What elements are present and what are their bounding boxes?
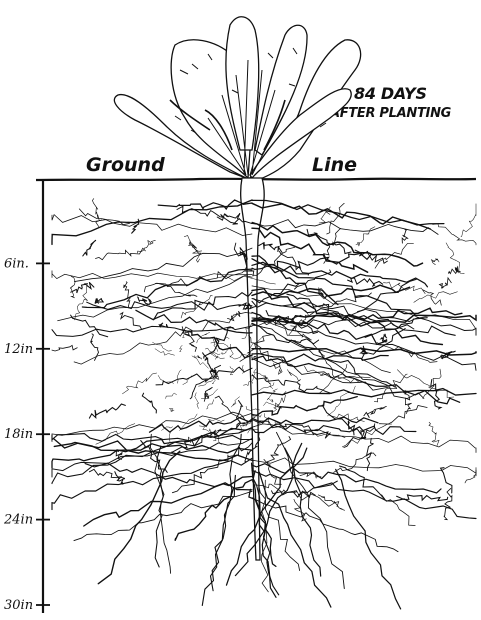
root-strand [142, 393, 156, 413]
root-strand [227, 443, 302, 585]
root-strand [382, 495, 416, 526]
root-strand [222, 350, 228, 354]
root-strand [252, 285, 410, 296]
root-strand [156, 367, 252, 385]
root-strand [397, 495, 448, 501]
line-label: Line [312, 154, 357, 176]
depth-tick-label: 24in [3, 513, 33, 528]
root-strand [120, 313, 143, 330]
fibrous-root-network [52, 199, 476, 609]
root-strand [137, 240, 155, 253]
root-strand [52, 345, 77, 351]
root-strand [252, 498, 398, 552]
root-strand [252, 203, 430, 229]
root-strand [277, 432, 345, 588]
root-strand [379, 406, 427, 425]
root-strand [440, 278, 452, 288]
root-strand [175, 480, 252, 541]
root-strand [217, 276, 276, 284]
root-strand [242, 365, 244, 373]
root-strand [195, 393, 199, 409]
root-strand [432, 259, 440, 265]
root-strand [154, 292, 252, 320]
root-strand [230, 344, 233, 357]
root-strand [89, 404, 125, 418]
root-strand [96, 248, 146, 260]
root-strand [252, 324, 387, 385]
root-strand [177, 206, 252, 224]
root-strand [122, 373, 156, 394]
root-strand [158, 200, 252, 209]
root-strand [318, 495, 344, 510]
root-strand [201, 389, 217, 399]
root-strand [356, 227, 375, 246]
root-strand [367, 438, 374, 470]
root-strand [461, 204, 476, 237]
root-strand [194, 356, 202, 360]
root-strand [58, 276, 252, 321]
root-strand [444, 488, 452, 519]
root-strand [252, 262, 427, 287]
root-strand [259, 383, 274, 391]
caption-after-planting: AFTER PLANTING [329, 106, 452, 121]
root-strand [360, 346, 367, 354]
root-strand [98, 451, 180, 584]
root-strand [158, 375, 173, 383]
root-strand [204, 387, 212, 401]
root-strand [231, 397, 239, 407]
root-strand [52, 200, 252, 244]
root-strand [348, 278, 383, 286]
root-strand [71, 315, 108, 337]
root-strand [199, 426, 210, 431]
root-strand [180, 346, 183, 352]
root-strand [153, 342, 172, 351]
depth-tick-label: 18in [4, 427, 33, 442]
root-strand [381, 334, 387, 342]
root-strand [169, 409, 174, 412]
root-strand [92, 199, 101, 227]
ground-label: Ground [86, 154, 165, 176]
root-strand [52, 215, 252, 236]
root-strand [95, 298, 103, 303]
depth-tick-label: 12in [4, 342, 33, 357]
root-strand [267, 437, 290, 464]
root-strand [402, 229, 408, 243]
root-strand [230, 367, 233, 375]
root-strand [448, 267, 460, 274]
root-strand [305, 434, 345, 438]
depth-tick-label: 6in. [4, 256, 29, 271]
depth-tick-label: 30in [4, 598, 33, 613]
root-strand [355, 250, 387, 263]
root-strand [183, 375, 195, 384]
root-strand [206, 400, 213, 409]
root-strand [414, 292, 458, 303]
root-strand [71, 282, 94, 293]
root-strand [155, 349, 175, 356]
root-strand [166, 393, 177, 398]
root-strand [177, 370, 181, 383]
root-strand [423, 290, 442, 306]
root-strand [227, 311, 240, 321]
root-strand [431, 380, 441, 409]
root-strand [429, 422, 439, 446]
root-strand [70, 276, 75, 297]
root-strand [181, 295, 212, 318]
root-strand [52, 428, 252, 484]
root-strand [202, 475, 235, 605]
root-strand [172, 443, 252, 493]
root-strand [83, 240, 96, 256]
root-strand [433, 224, 476, 245]
root-strand [264, 459, 281, 484]
root-strand [364, 406, 386, 417]
root-strand [141, 441, 168, 473]
root-strand [259, 243, 282, 253]
root-strand [124, 282, 131, 308]
root-strand [204, 328, 233, 359]
caption-days: 84 DAYS [354, 84, 427, 103]
